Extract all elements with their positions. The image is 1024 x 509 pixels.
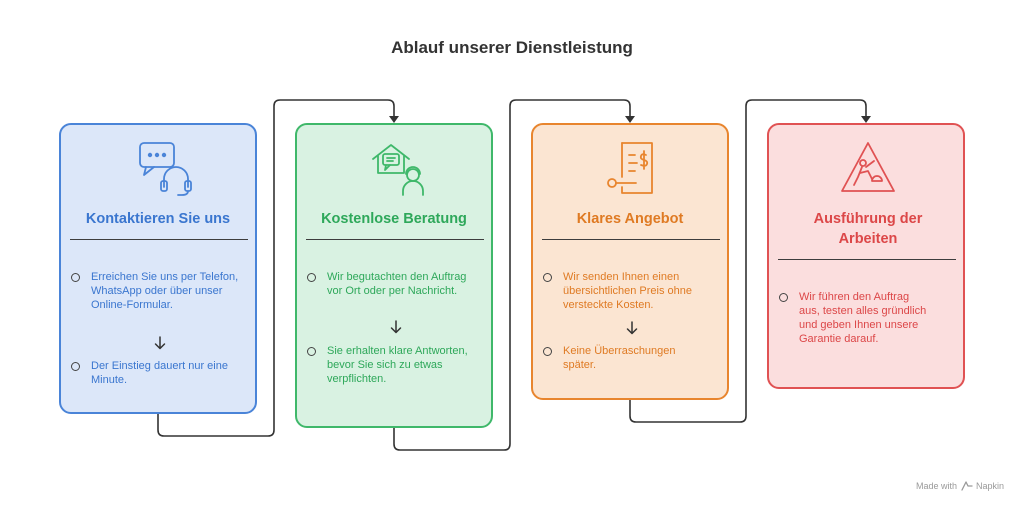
- chat-headset-icon: [139, 142, 192, 196]
- connector-1-2: [157, 99, 395, 437]
- diagram-title: Ablauf unserer Dienstleistung: [391, 38, 633, 57]
- bullet-circle-icon: [71, 362, 80, 371]
- step-card-offer: Klares Angebot Wir senden Ihnen einen üb…: [531, 123, 729, 400]
- down-arrow-icon: [626, 321, 638, 335]
- connector-1-2-arrowhead: [389, 116, 399, 123]
- step-divider: [70, 239, 248, 240]
- step-divider: [306, 239, 484, 240]
- step-bullet: Keine Überraschungen später.: [543, 344, 711, 372]
- connector-3-4: [629, 99, 867, 423]
- step-card-consultation: Kostenlose Beratung Wir begutachten den …: [295, 123, 493, 428]
- step-title-offer: Klares Angebot: [576, 211, 684, 227]
- construction-sign-icon: [841, 142, 895, 192]
- connector-2-3-arrowhead: [625, 116, 635, 123]
- down-arrow-icon: [154, 336, 166, 350]
- bullet-circle-icon: [71, 273, 80, 282]
- bullet-circle-icon: [779, 293, 788, 302]
- bullet-circle-icon: [543, 347, 552, 356]
- step-card-execution: Ausführung der Arbeiten Wir führen den A…: [767, 123, 965, 389]
- step-bullet: Wir begutachten den Auftrag vor Ort oder…: [307, 270, 475, 298]
- bullet-circle-icon: [543, 273, 552, 282]
- bullet-circle-icon: [307, 273, 316, 282]
- house-worker-icon: [372, 144, 424, 196]
- step-bullet: Der Einstieg dauert nur eine Minute.: [71, 359, 239, 387]
- step-bullet: Sie erhalten klare Antworten, bevor Sie …: [307, 344, 475, 386]
- step-divider: [778, 259, 956, 260]
- step-title-consultation: Kostenlose Beratung: [321, 211, 467, 227]
- napkin-logo-icon: [961, 481, 973, 491]
- price-document-icon: [607, 142, 653, 194]
- step-title-execution: Ausführung der Arbeiten: [813, 211, 923, 247]
- connector-3-4-arrowhead: [861, 116, 871, 123]
- step-divider: [542, 239, 720, 240]
- down-arrow-icon: [390, 320, 402, 334]
- step-card-contact: Kontaktieren Sie uns Erreichen Sie uns p…: [59, 123, 257, 414]
- step-title-contact: Kontaktieren Sie uns: [85, 211, 231, 227]
- step-bullet: Wir senden Ihnen einen übersichtlichen P…: [543, 270, 711, 312]
- made-with-napkin-watermark: Made with Napkin: [915, 481, 1004, 491]
- step-bullet: Wir führen den Auftrag aus, testen alles…: [779, 290, 929, 346]
- connector-2-3: [393, 99, 631, 451]
- bullet-circle-icon: [307, 347, 316, 356]
- step-bullet: Erreichen Sie uns per Telefon, WhatsApp …: [71, 270, 239, 312]
